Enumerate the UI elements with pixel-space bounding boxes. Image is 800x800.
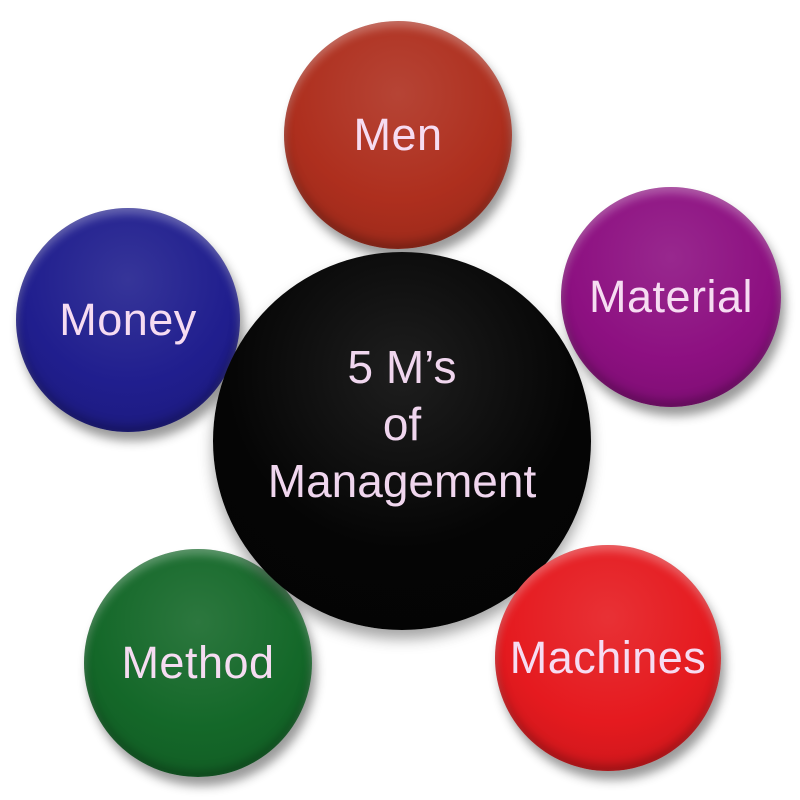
circle-method-label: Method (121, 637, 275, 688)
center-line-2: of (382, 397, 422, 450)
circle-money-label: Money (59, 294, 197, 345)
circle-men-label: Men (353, 109, 443, 160)
circle-machines-label: Machines (509, 632, 707, 683)
circle-center: 5 M’s of Management (213, 252, 591, 630)
circle-money: Money (16, 208, 240, 432)
circle-material-label: Material (588, 271, 754, 322)
circle-material: Material (561, 187, 781, 407)
circle-men: Men (284, 21, 512, 249)
circle-method: Method (84, 549, 312, 777)
circle-machines: Machines (495, 545, 721, 771)
center-text-block: 5 M’s of Management (268, 339, 537, 510)
center-line-3: Management (267, 454, 537, 507)
center-line-1: 5 M’s (347, 340, 457, 393)
